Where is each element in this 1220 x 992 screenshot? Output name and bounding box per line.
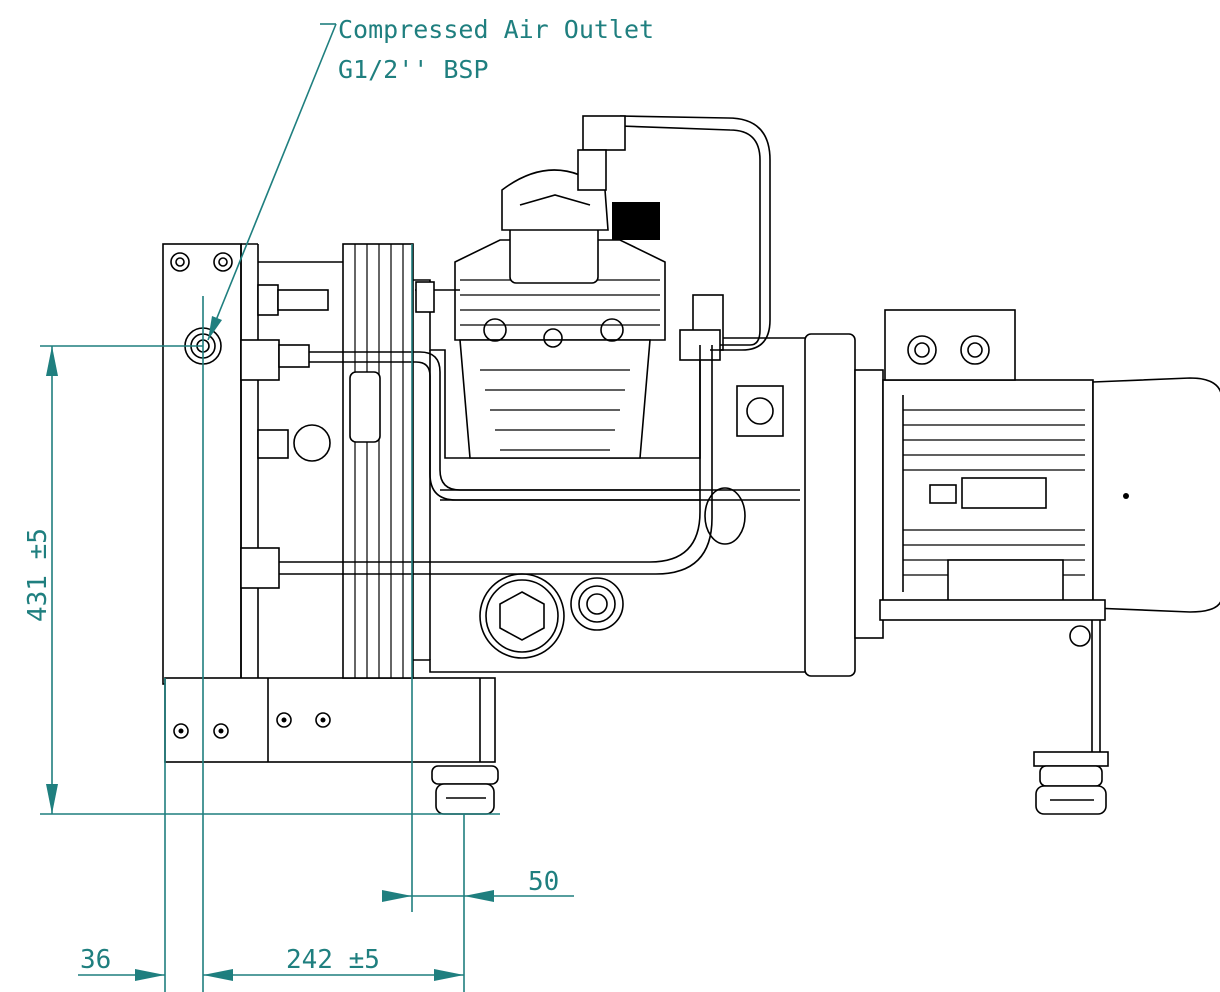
cylinder-head <box>415 169 666 459</box>
end-plate <box>162 243 259 685</box>
compressor-unit <box>162 115 1220 815</box>
offset-left-label: 36 <box>80 945 111 975</box>
fittings <box>240 284 724 589</box>
cooling-fins <box>258 243 414 679</box>
dimension-lines <box>40 23 574 992</box>
right-foot <box>1033 620 1109 815</box>
height-dimension-label: 431 ±5 <box>23 528 53 622</box>
motor-flange <box>804 333 884 677</box>
callout-line-1: Compressed Air Outlet <box>338 15 654 44</box>
electric-motor <box>879 309 1220 647</box>
pipes <box>279 115 771 575</box>
left-foot <box>431 765 499 815</box>
offset-foot-label: 50 <box>528 867 559 897</box>
width-outlet-label: 242 ±5 <box>286 945 380 975</box>
callout-line-2: G1/2'' BSP <box>338 55 489 84</box>
base-frame <box>164 677 496 763</box>
